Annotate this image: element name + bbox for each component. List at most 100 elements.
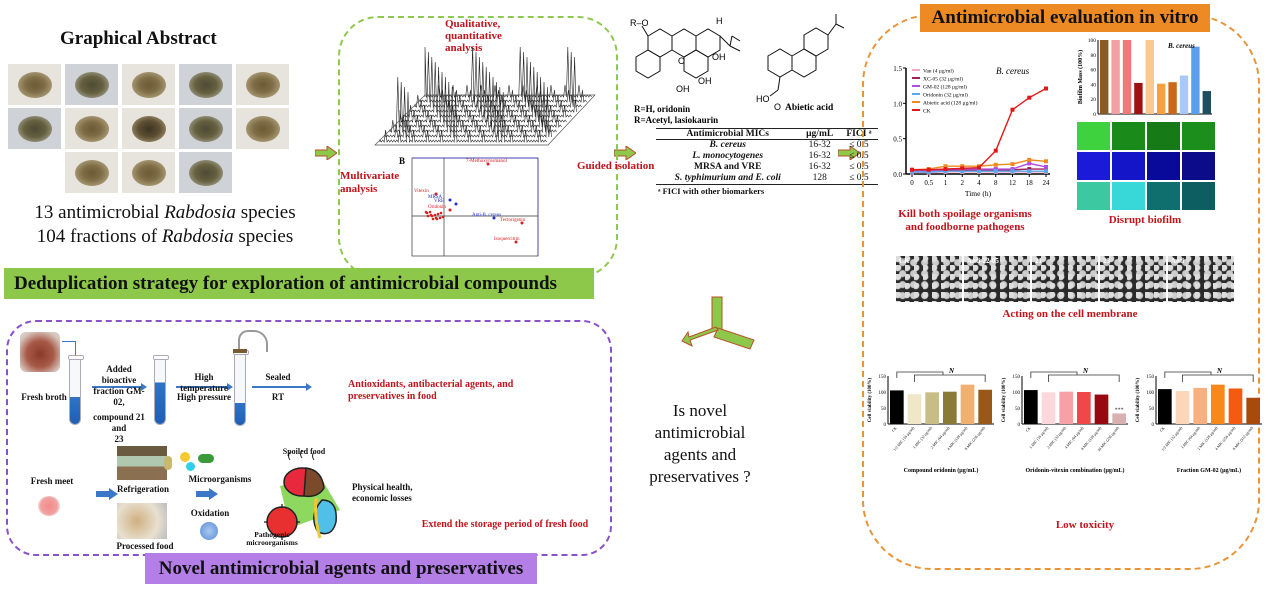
fluorescence-image (1147, 152, 1180, 180)
data-point (1010, 162, 1015, 167)
y-tick-label: 100 (1147, 391, 1155, 396)
header-fici: FICI ᵃ (839, 128, 878, 140)
label-line: preservatives in food (348, 391, 437, 402)
chromatogram-trace (384, 86, 552, 138)
outcome-label: Antioxidants, antibacterial agents, and … (348, 379, 548, 403)
sem-image-label: CK (899, 257, 910, 265)
chromatogram-trace (409, 61, 577, 113)
mic-cell: 16-32 (808, 151, 831, 161)
mic-cell: 16-32 (808, 162, 831, 172)
biplot-point (436, 212, 440, 216)
x-axis-title: Fraction GM-02 (μg/mL) (1177, 467, 1241, 474)
y-tick-label: 20 (1091, 97, 1097, 103)
sem-image-label: Anti (1171, 257, 1185, 265)
virus-icon (186, 462, 195, 471)
added-fraction-label: Added bioactive fraction GM-02, compound… (88, 364, 150, 445)
chemical-structures: R–O H OH OH OH O HO O R=H, oridonin R=Ac… (630, 14, 845, 125)
sem-image: Anti-22-05 (964, 256, 1030, 302)
data-point (1027, 167, 1032, 172)
guided-isolation-label: Guided isolation (577, 160, 655, 172)
y-tick-label: 1.5 (893, 65, 902, 73)
bacteria-icon (198, 454, 214, 463)
bar (1059, 391, 1073, 424)
data-point (943, 167, 948, 172)
membrane-caption: Acting on the cell membrane (1002, 308, 1138, 320)
biplot-point-label: VRE (434, 199, 444, 204)
significance-bracket (1048, 374, 1120, 382)
fresh-meet-label: Fresh meet (30, 476, 74, 486)
header-mic: μg/mL (799, 128, 840, 140)
species-text: species (235, 202, 296, 223)
data-point (1027, 157, 1032, 162)
x-tick-label: 8 (994, 179, 998, 187)
data-point (977, 165, 981, 170)
o-atom: O (678, 56, 685, 66)
y-tick-label: 60 (1091, 68, 1097, 74)
x-axis-title: Time (h) (965, 189, 992, 198)
oxidation-icon (200, 522, 218, 540)
fresh-broth-photo (20, 332, 60, 372)
biplot-point-label: Tectorigenin (500, 218, 526, 223)
novel-agents-banner: Novel antimicrobial agents and preservat… (145, 553, 537, 584)
data-point (1044, 159, 1048, 164)
chromatogram-3d-plot (374, 46, 596, 146)
mic-table-header: Antimicrobial MICs μg/mL FICI ᵃ (656, 128, 878, 140)
deduplication-strategy-banner: Deduplication strategy for exploration o… (4, 268, 594, 299)
biplot-point (434, 192, 438, 196)
pathogenic-label: Pathogenic microorganisms (240, 531, 304, 547)
data-point (943, 169, 948, 174)
sem-image: 23 (1100, 256, 1166, 302)
table-footnote: ᵃ FICI with other biomarkers (658, 186, 765, 196)
herb-photo (236, 64, 289, 105)
significance-label: N (1216, 367, 1223, 375)
process-arrow (92, 383, 147, 390)
data-point (1027, 161, 1032, 166)
fluorescence-image (1182, 182, 1215, 210)
y-tick-label: 150 (1147, 375, 1155, 380)
x-tick-label: 24 (1043, 179, 1051, 187)
x-tick-label: 12 (1009, 179, 1017, 187)
y-tick-label: 0 (1093, 112, 1096, 118)
broth-tube (68, 355, 84, 425)
y-tick-label: 150 (879, 375, 887, 380)
data-point (960, 169, 965, 174)
fresh-broth-label: Fresh broth (21, 392, 67, 402)
fici-cell: ≤ 0.5 (849, 151, 869, 161)
lasiokaurin-label: R=Acetyl, lasiokaurin (634, 115, 718, 125)
data-point (993, 148, 998, 153)
y-axis-title: Cell viability (100%) (1136, 377, 1141, 422)
table-row: L. monocytogenes 16-32 ≤ 0.5 (656, 151, 878, 162)
bar (1202, 91, 1211, 114)
legend-label: Abietic acid (128 μg/ml) (923, 100, 978, 107)
r-group-label: R–O (630, 18, 649, 28)
bar (1094, 394, 1109, 424)
fluorescence-image (1077, 152, 1110, 180)
herb-photo (179, 108, 232, 149)
label-line: economic losses (352, 493, 412, 503)
caption-line: and foodborne pathogens (905, 221, 1025, 233)
data-point (1044, 86, 1048, 91)
data-point (993, 169, 998, 174)
chromatogram-trace (414, 56, 582, 108)
significance-bracket (1030, 371, 1078, 378)
microorganism-icons (160, 452, 220, 474)
mic-cell: 128 (799, 173, 840, 185)
fici-cell: ≤ 0.5 (849, 140, 869, 150)
mic-cell: 16-32 (808, 140, 831, 150)
legend-label: CK (923, 109, 931, 115)
ho-group: HO (756, 94, 770, 104)
x-tick-label: CK (1159, 426, 1166, 433)
significance-label: N (1082, 367, 1089, 375)
fluorescence-image (1147, 182, 1180, 210)
y-tick-label: 50 (1149, 407, 1155, 412)
significance-bracket (1164, 371, 1212, 378)
treated-tube (153, 355, 169, 425)
data-point (993, 162, 998, 167)
label-line: Qualitative, (445, 18, 501, 30)
bar (1158, 389, 1172, 424)
biplot-point (441, 215, 445, 219)
x-tick-label: 18 (1026, 179, 1034, 187)
y-tick-label: 50 (1015, 407, 1021, 412)
